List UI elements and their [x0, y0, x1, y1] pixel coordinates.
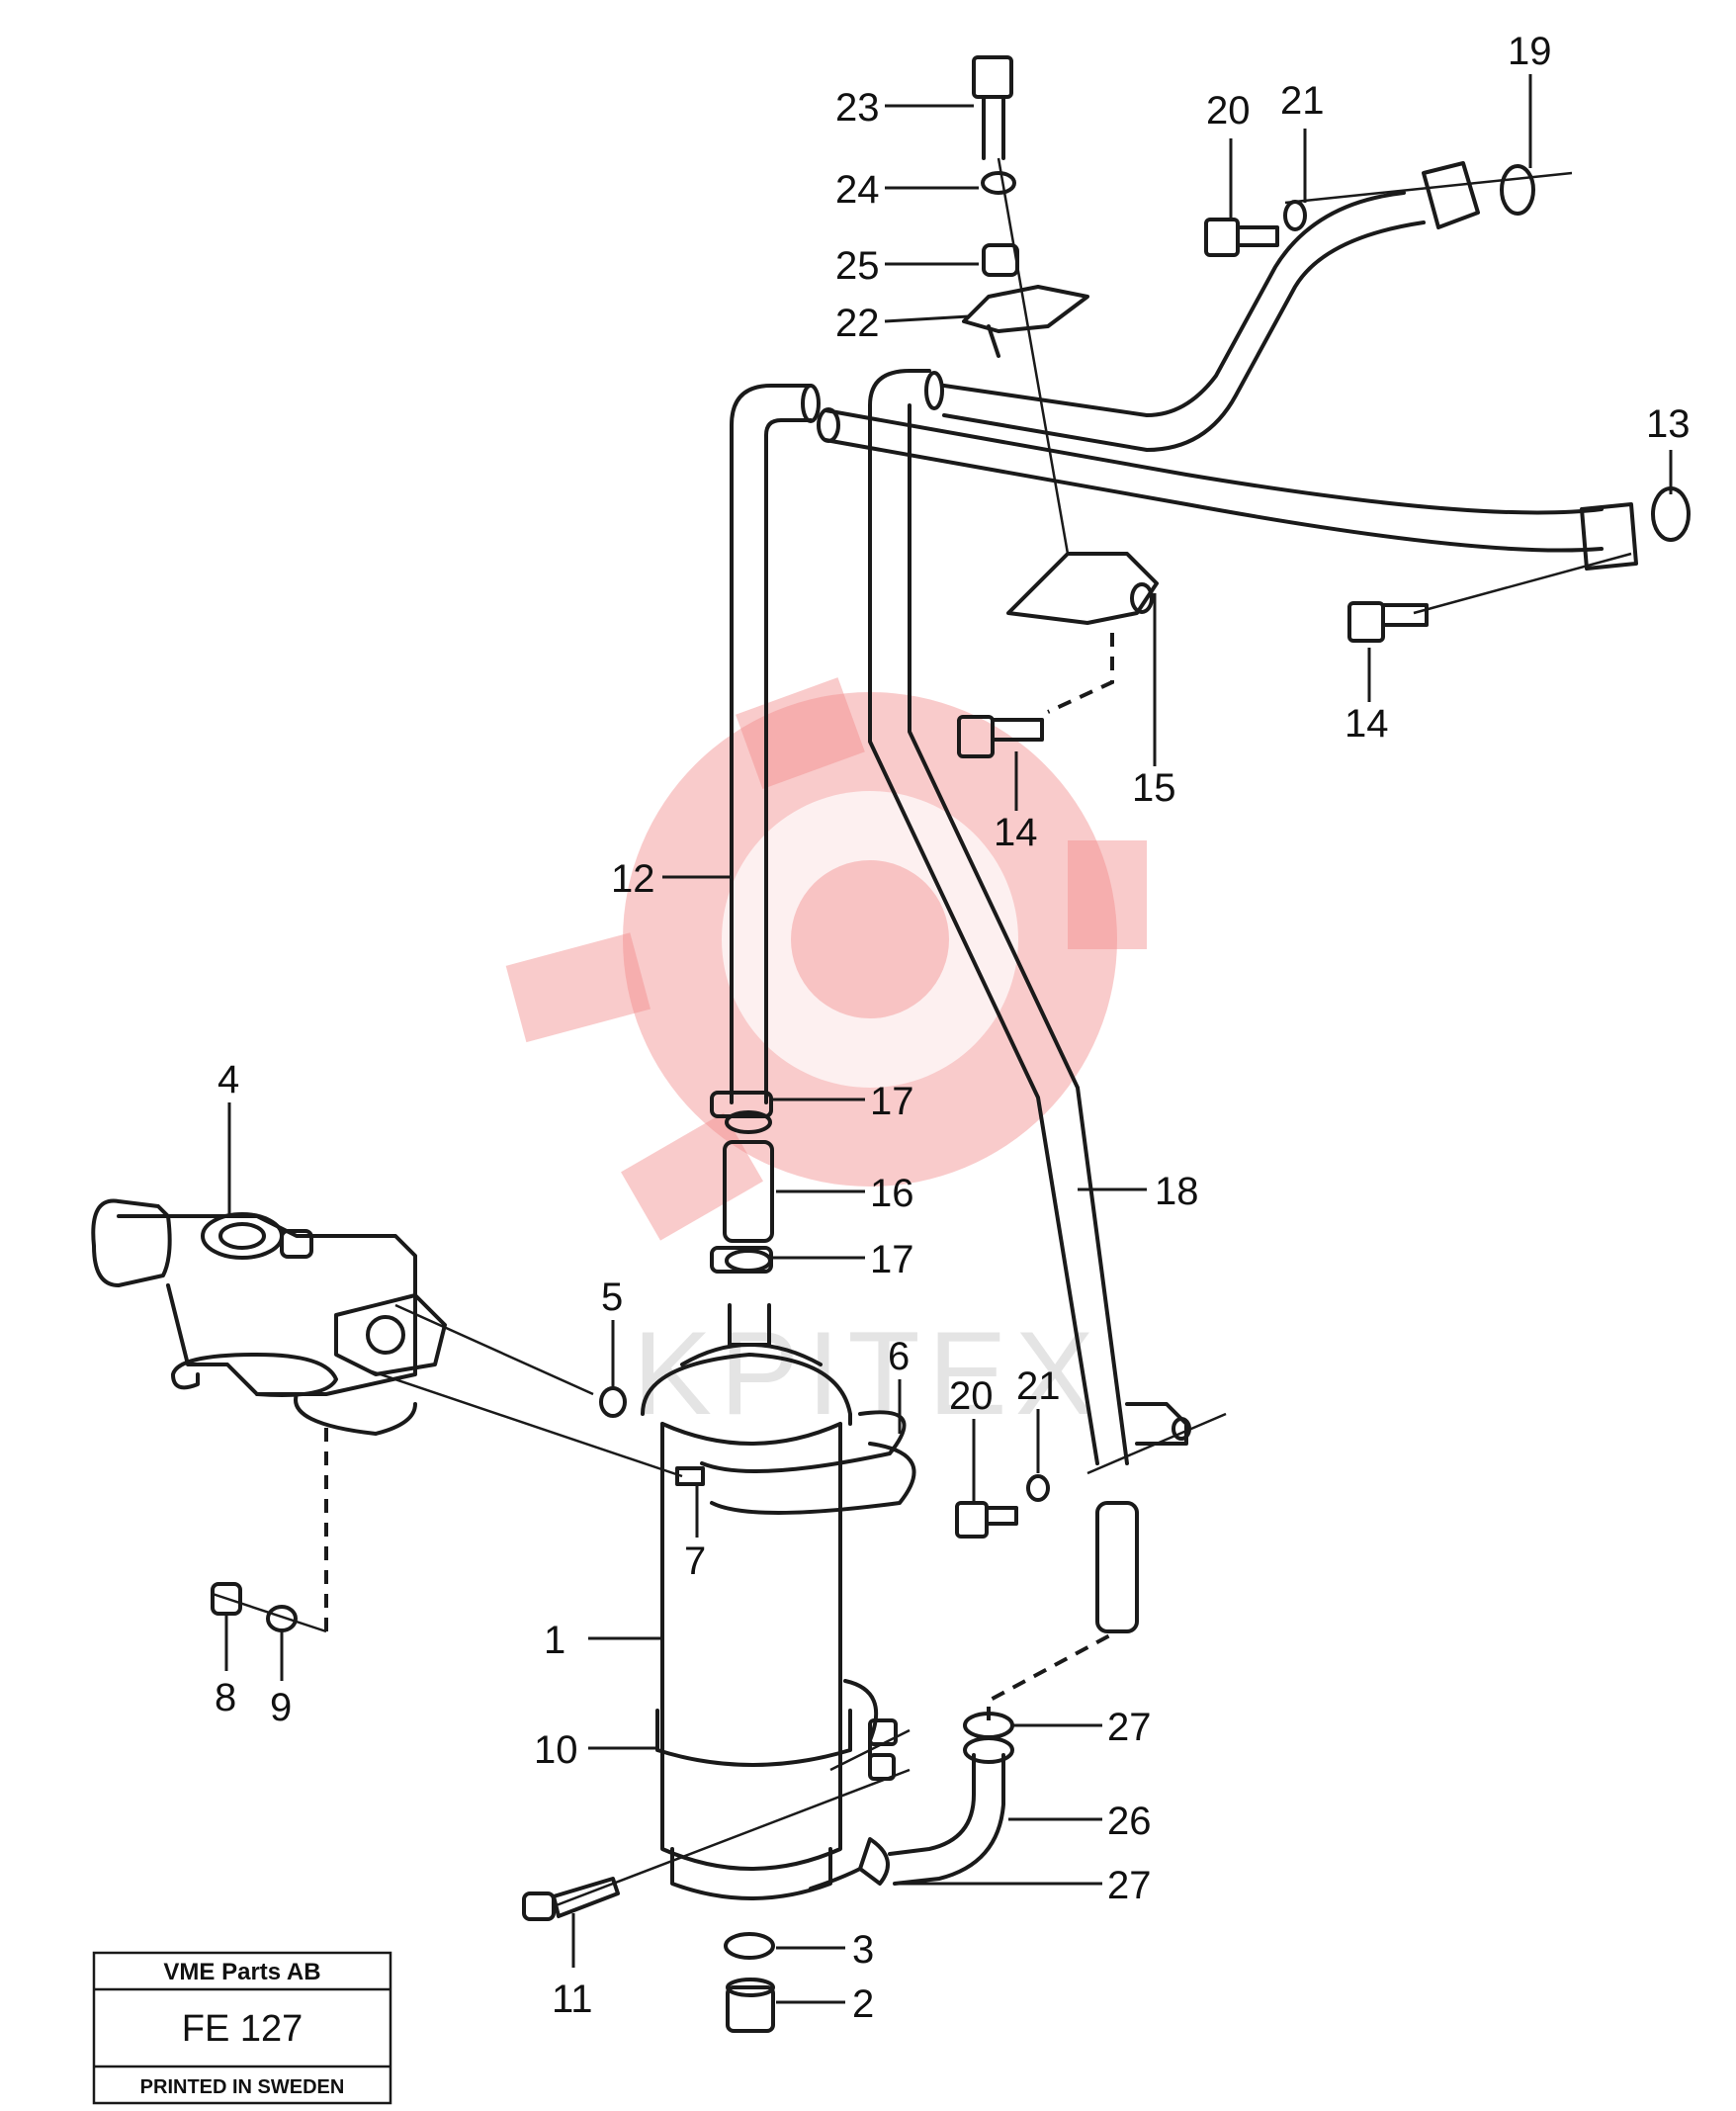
- callout-18: 18: [1155, 1170, 1199, 1213]
- valve-housing-4: [91, 1198, 594, 1436]
- callout-17-lower: 17: [870, 1238, 914, 1281]
- callout-14-mid: 14: [994, 811, 1038, 854]
- callout-3: 3: [852, 1928, 874, 1972]
- callout-24: 24: [835, 168, 880, 212]
- callout-4: 4: [217, 1058, 239, 1101]
- callout-14-right: 14: [1345, 702, 1389, 746]
- bolt-7: [365, 1367, 705, 1486]
- pipe-18-lower: [1086, 1402, 1227, 1633]
- callout-23: 23: [835, 86, 880, 130]
- callout-10: 10: [534, 1728, 578, 1772]
- oil-pipe-12: [730, 384, 821, 1104]
- callout-7: 7: [684, 1539, 706, 1583]
- callout-19: 19: [1508, 30, 1552, 73]
- callout-26: 26: [1107, 1800, 1152, 1843]
- callout-25: 25: [835, 244, 880, 288]
- bolt-20-top: [1204, 200, 1307, 257]
- callout-1: 1: [544, 1619, 565, 1662]
- strap-6: [700, 1410, 916, 1515]
- washer-9: [266, 1605, 298, 1632]
- hose-26: [809, 1629, 1118, 1891]
- callout-27-upper: 27: [1107, 1706, 1152, 1749]
- watermark-text: KPITEX: [633, 1307, 1102, 1440]
- title-block: VME Parts AB FE 127 PRINTED IN SWEDEN: [92, 1951, 392, 2105]
- bolt-20-lower: [955, 1474, 1050, 1539]
- title-block-company: VME Parts AB: [163, 1959, 320, 1985]
- filter-housing-1: [641, 1303, 852, 1900]
- clamp-22: [962, 55, 1089, 555]
- callout-2: 2: [852, 1982, 874, 2026]
- hose-16: [710, 1091, 774, 1274]
- callout-17-upper: 17: [870, 1080, 914, 1123]
- washer-3: [724, 1932, 775, 1960]
- callout-8: 8: [215, 1676, 236, 1719]
- bolt-11: [522, 1768, 911, 1921]
- callout-22: 22: [835, 302, 880, 345]
- callout-11: 11: [552, 1978, 593, 2021]
- callout-16: 16: [870, 1172, 914, 1215]
- watermark-gear-logo: [505, 677, 1147, 1241]
- callout-21-top: 21: [1280, 79, 1325, 123]
- callout-9: 9: [270, 1686, 292, 1729]
- clamp-15: [957, 552, 1159, 758]
- washer-5: [599, 1386, 627, 1418]
- title-block-code: FE 127: [182, 2008, 304, 2050]
- callout-6: 6: [888, 1335, 910, 1378]
- banjo-fitting-top: [1284, 161, 1573, 229]
- callout-15: 15: [1132, 766, 1176, 810]
- bolt-14-right: [1347, 601, 1429, 643]
- title-block-printed: PRINTED IN SWEDEN: [140, 2076, 345, 2098]
- callout-21-lower: 21: [1016, 1364, 1061, 1408]
- strap-10: [829, 1679, 911, 1781]
- plug-2: [726, 1978, 775, 2033]
- leader-lines: [224, 74, 1673, 2004]
- callout-12: 12: [611, 857, 655, 901]
- oil-pipe-18: [868, 369, 1129, 1465]
- callout-labels: 23 24 25 22 20 21 19 13 14 15 14 12 17 1…: [215, 30, 1691, 2026]
- callout-5: 5: [601, 1275, 623, 1319]
- oil-pipe-19: [942, 191, 1426, 452]
- callout-20-top: 20: [1206, 89, 1251, 132]
- callout-20-lower: 20: [949, 1374, 994, 1418]
- callout-27-lower: 27: [1107, 1864, 1152, 1907]
- callout-13: 13: [1646, 402, 1691, 446]
- oil-pipe-13: [817, 407, 1604, 553]
